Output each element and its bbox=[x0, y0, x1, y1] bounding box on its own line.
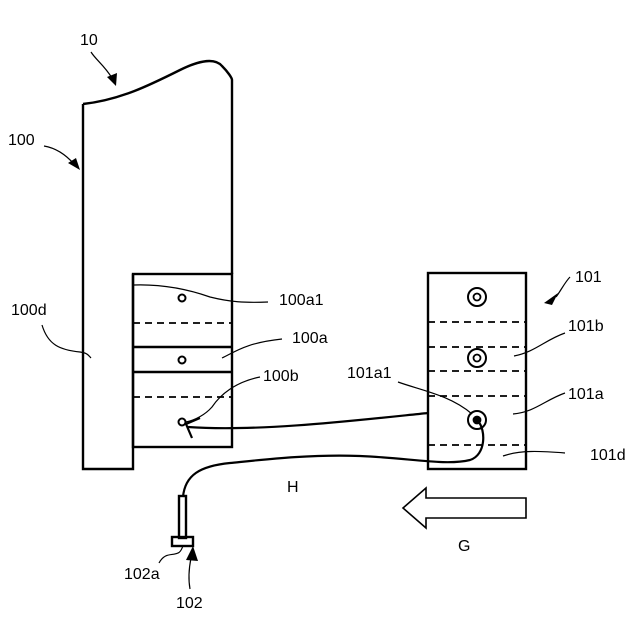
body-hole-2 bbox=[179, 357, 186, 364]
label-101a1: 101a1 bbox=[347, 365, 392, 382]
connector-102-shaft bbox=[179, 496, 186, 538]
label-101a: 101a bbox=[568, 386, 604, 403]
leader-101-arrowhead bbox=[544, 293, 558, 305]
leader-102 bbox=[189, 558, 191, 589]
leader-10 bbox=[91, 52, 112, 78]
leader-100a1 bbox=[134, 285, 268, 302]
cable-h bbox=[183, 421, 483, 497]
body-hole-1 bbox=[179, 295, 186, 302]
wire-to-body-port bbox=[188, 413, 428, 428]
label-102a: 102a bbox=[124, 566, 160, 583]
body-port-100b bbox=[179, 419, 186, 426]
body-100-outline bbox=[83, 61, 232, 469]
label-100b: 100b bbox=[263, 368, 299, 385]
leader-101b bbox=[514, 333, 565, 356]
label-h: H bbox=[287, 479, 299, 496]
label-101d: 101d bbox=[590, 447, 626, 464]
label-101b: 101b bbox=[568, 318, 604, 335]
label-101: 101 bbox=[575, 269, 602, 286]
leader-101d bbox=[503, 451, 565, 456]
acc-terminal-101a1 bbox=[468, 411, 486, 429]
label-10: 10 bbox=[80, 32, 98, 49]
leader-101 bbox=[556, 277, 570, 297]
label-100: 100 bbox=[8, 132, 35, 149]
label-100d: 100d bbox=[11, 302, 47, 319]
leader-101a1 bbox=[398, 382, 472, 414]
label-102: 102 bbox=[176, 595, 203, 612]
acc-terminal-2 bbox=[468, 349, 486, 367]
acc-terminal-1 bbox=[468, 288, 486, 306]
leader-10-arrowhead bbox=[107, 73, 117, 86]
label-g: G bbox=[458, 538, 470, 555]
leader-100 bbox=[44, 146, 74, 164]
leader-101a bbox=[513, 393, 565, 414]
leader-102-arrowhead bbox=[186, 546, 198, 561]
direction-arrow-g bbox=[403, 488, 526, 528]
leader-102a bbox=[159, 546, 183, 563]
label-100a: 100a bbox=[292, 330, 328, 347]
leader-100b bbox=[186, 377, 260, 422]
label-100a1: 100a1 bbox=[279, 292, 324, 309]
